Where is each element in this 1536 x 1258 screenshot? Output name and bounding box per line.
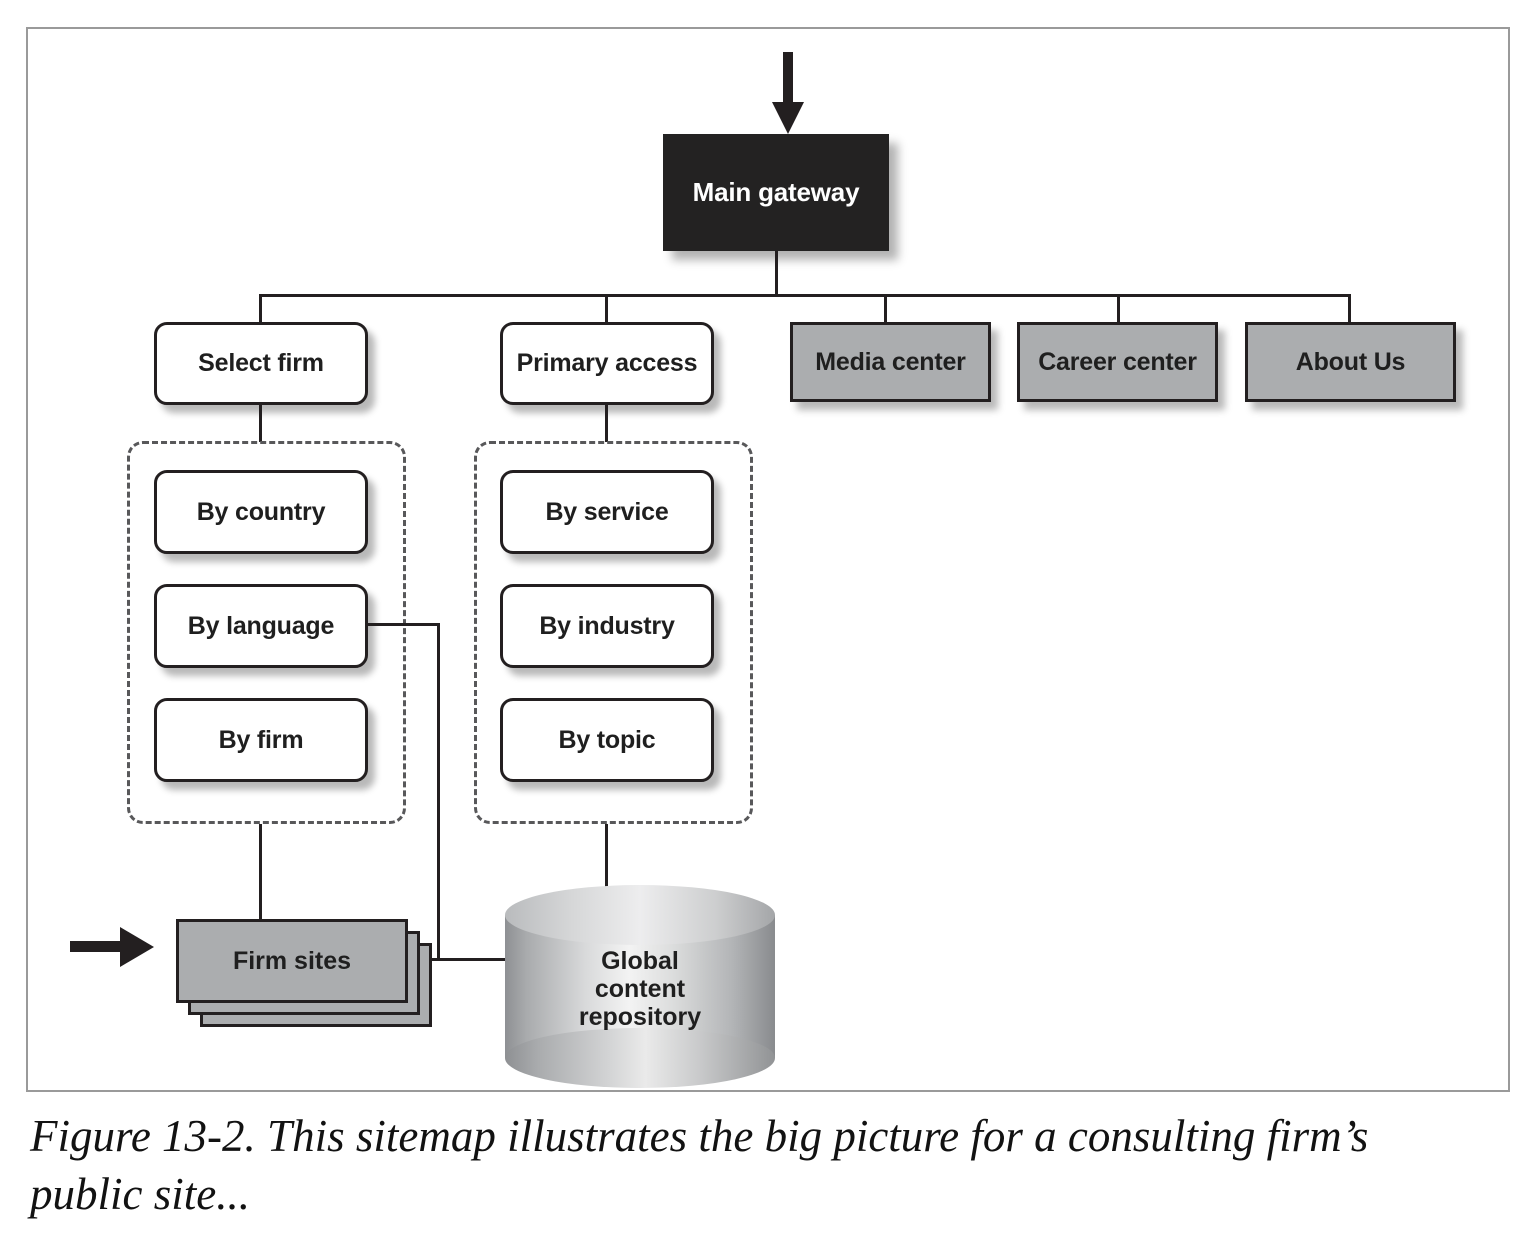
node-label: By country xyxy=(196,497,326,526)
node-career-center[interactable]: Career center xyxy=(1017,322,1218,402)
figure-frame: Main gateway Select firm Primary access … xyxy=(26,27,1510,1092)
node-label: Firm sites xyxy=(232,946,352,975)
node-primary-access[interactable]: Primary access xyxy=(500,322,714,405)
firm-sites-entry-arrow-right-icon xyxy=(70,927,154,967)
sitemap-diagram: Main gateway Select firm Primary access … xyxy=(28,29,1512,1094)
figure-caption: Figure 13-2. This sitemap illustrates th… xyxy=(30,1111,1369,1219)
connector-primary-access-to-group xyxy=(605,405,608,442)
node-label: Select firm xyxy=(198,349,324,377)
connector-by-language-down xyxy=(437,623,440,961)
node-label: By service xyxy=(545,497,669,526)
group-primary-access xyxy=(474,441,753,824)
connector-drop-primary-access xyxy=(605,294,608,323)
node-label-line-1: Global xyxy=(601,947,679,975)
node-label: By topic xyxy=(558,725,656,754)
connector-group-primary-access-to-repository xyxy=(605,824,608,927)
node-by-topic[interactable]: By topic xyxy=(500,698,714,782)
node-select-firm[interactable]: Select firm xyxy=(154,322,368,405)
node-label: By industry xyxy=(539,611,675,640)
node-by-service[interactable]: By service xyxy=(500,470,714,554)
connector-select-firm-to-group xyxy=(259,405,262,442)
node-label: Media center xyxy=(815,347,966,376)
connector-by-language-right xyxy=(368,623,440,626)
node-by-language[interactable]: By language xyxy=(154,584,368,668)
connector-drop-about-us xyxy=(1348,294,1351,323)
node-media-center[interactable]: Media center xyxy=(790,322,991,402)
node-label: By firm xyxy=(218,725,304,754)
node-firm-sites[interactable]: Firm sites xyxy=(176,919,442,1031)
connector-bus-horizontal xyxy=(259,294,1351,297)
stack-layer-front: Firm sites xyxy=(176,919,408,1003)
node-main-gateway[interactable]: Main gateway xyxy=(663,134,889,251)
connector-firm-sites-to-repository xyxy=(382,958,508,961)
cylinder-bottom-ellipse xyxy=(505,1028,775,1088)
entry-arrow-down-icon xyxy=(772,52,804,134)
node-global-content-repository[interactable]: Global content repository xyxy=(505,885,775,1088)
connector-root-down xyxy=(775,251,778,296)
node-label: By language xyxy=(187,611,335,640)
cylinder-top-ellipse xyxy=(505,885,775,945)
node-label: Career center xyxy=(1038,347,1197,376)
connector-drop-media-center xyxy=(884,294,887,323)
node-label-lines: Global content repository xyxy=(505,947,775,1031)
node-by-industry[interactable]: By industry xyxy=(500,584,714,668)
connector-drop-select-firm xyxy=(259,294,262,323)
node-label: Primary access xyxy=(516,349,698,377)
node-label: Main gateway xyxy=(692,177,860,207)
node-label: About Us xyxy=(1295,347,1406,376)
node-by-country[interactable]: By country xyxy=(154,470,368,554)
node-label-line-2: content xyxy=(594,975,686,1003)
group-select-firm xyxy=(127,441,406,824)
node-label-line-3: repository xyxy=(578,1003,702,1031)
node-about-us[interactable]: About Us xyxy=(1245,322,1456,402)
connector-group-select-firm-to-firm-sites xyxy=(259,824,262,924)
node-by-firm[interactable]: By firm xyxy=(154,698,368,782)
connector-drop-career-center xyxy=(1117,294,1120,323)
